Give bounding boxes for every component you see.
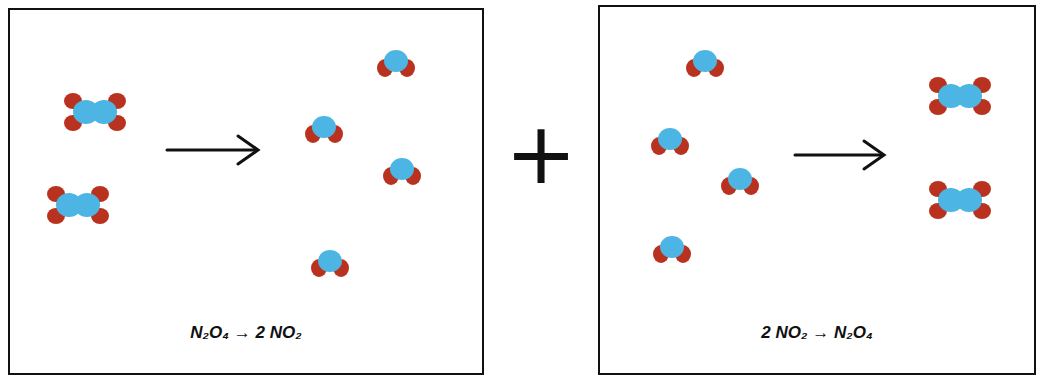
n2o4-molecule: [47, 186, 109, 224]
reaction-panel: N₂O₄ → 2 NO₂: [8, 8, 484, 375]
no2-molecule: [311, 250, 349, 277]
no2-molecule: [305, 116, 343, 143]
n2o4-molecule: [929, 77, 991, 115]
equation-text: N₂O₄ → 2 NO₂: [190, 323, 301, 343]
reaction-arrow: [167, 136, 258, 164]
no2-molecule: [653, 236, 691, 263]
equation-text: 2 NO₂ → N₂O₄: [761, 323, 872, 343]
reaction-panel: 2 NO₂ → N₂O₄: [598, 5, 1036, 375]
no2-molecule: [686, 50, 724, 77]
no2-molecule: [383, 158, 421, 185]
no2-molecule: [651, 128, 689, 155]
no2-molecule: [721, 168, 759, 195]
plus-sign: +: [505, 110, 577, 196]
n2o4-molecule: [64, 93, 126, 131]
reaction-arrow: [795, 141, 884, 169]
no2-molecule: [377, 50, 415, 77]
n2o4-molecule: [929, 181, 991, 219]
